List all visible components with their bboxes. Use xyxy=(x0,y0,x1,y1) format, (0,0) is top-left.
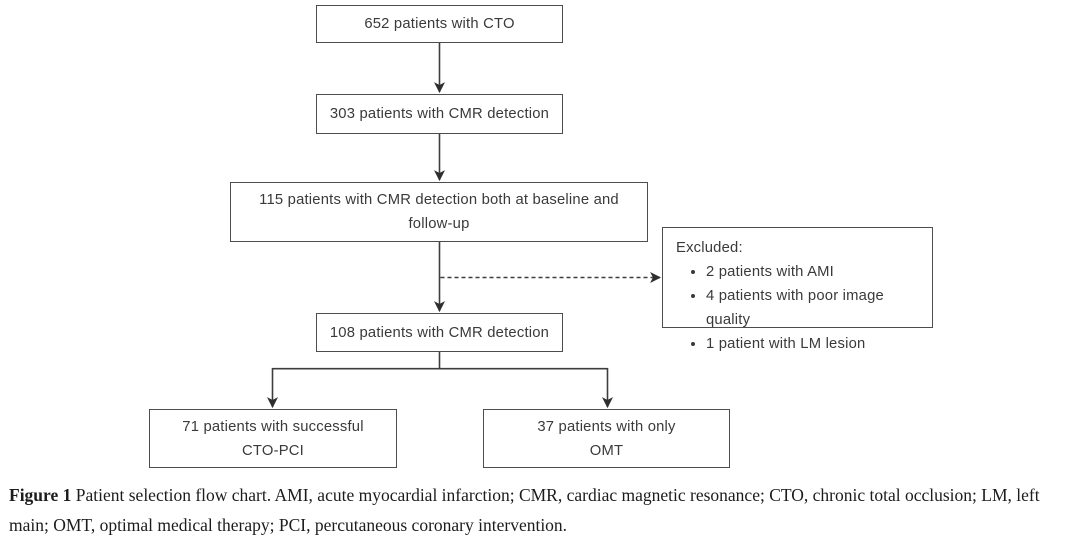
flow-node-label-line1: 115 patients with CMR detection both at … xyxy=(259,192,619,208)
excluded-item-image-quality: 4 patients with poor image quality xyxy=(706,284,924,332)
flow-node-108-cmr: 108 patients with CMR detection xyxy=(316,313,563,352)
flow-node-label-line1: 37 patients with only xyxy=(537,418,676,435)
flow-node-label-line2: OMT xyxy=(589,442,624,459)
excluded-list: 2 patients with AMI 4 patients with poor… xyxy=(676,260,924,356)
flow-node-excluded: Excluded: 2 patients with AMI 4 patients… xyxy=(662,227,933,352)
flow-node-label: 652 patients with CTO xyxy=(364,16,515,32)
figure-caption-text: Patient selection flow chart. AMI, acute… xyxy=(9,485,1040,535)
flow-node-label-line2: follow-up xyxy=(408,216,470,232)
excluded-title: Excluded: xyxy=(676,240,743,256)
flow-node-label-line1: 71 patients with successful xyxy=(182,418,364,435)
flow-node-37-omt: 37 patients with only OMT xyxy=(483,409,730,468)
flow-node-label: 303 patients with CMR detection xyxy=(329,106,550,122)
figure-caption-label: Figure 1 xyxy=(9,485,72,505)
flow-node-303-cmr: 303 patients with CMR detection xyxy=(316,94,563,134)
flow-node-652-cto: 652 patients with CTO xyxy=(316,5,563,43)
figure-caption: Figure 1 Patient selection flow chart. A… xyxy=(9,481,1073,540)
excluded-item-ami: 2 patients with AMI xyxy=(706,260,924,284)
flow-node-label: 108 patients with CMR detection xyxy=(329,324,550,341)
flow-node-115-baseline-followup: 115 patients with CMR detection both at … xyxy=(230,182,648,242)
excluded-item-lm-lesion: 1 patient with LM lesion xyxy=(706,332,924,356)
flow-node-71-cto-pci: 71 patients with successful CTO-PCI xyxy=(149,409,397,468)
flow-node-label-line2: CTO-PCI xyxy=(242,442,304,459)
